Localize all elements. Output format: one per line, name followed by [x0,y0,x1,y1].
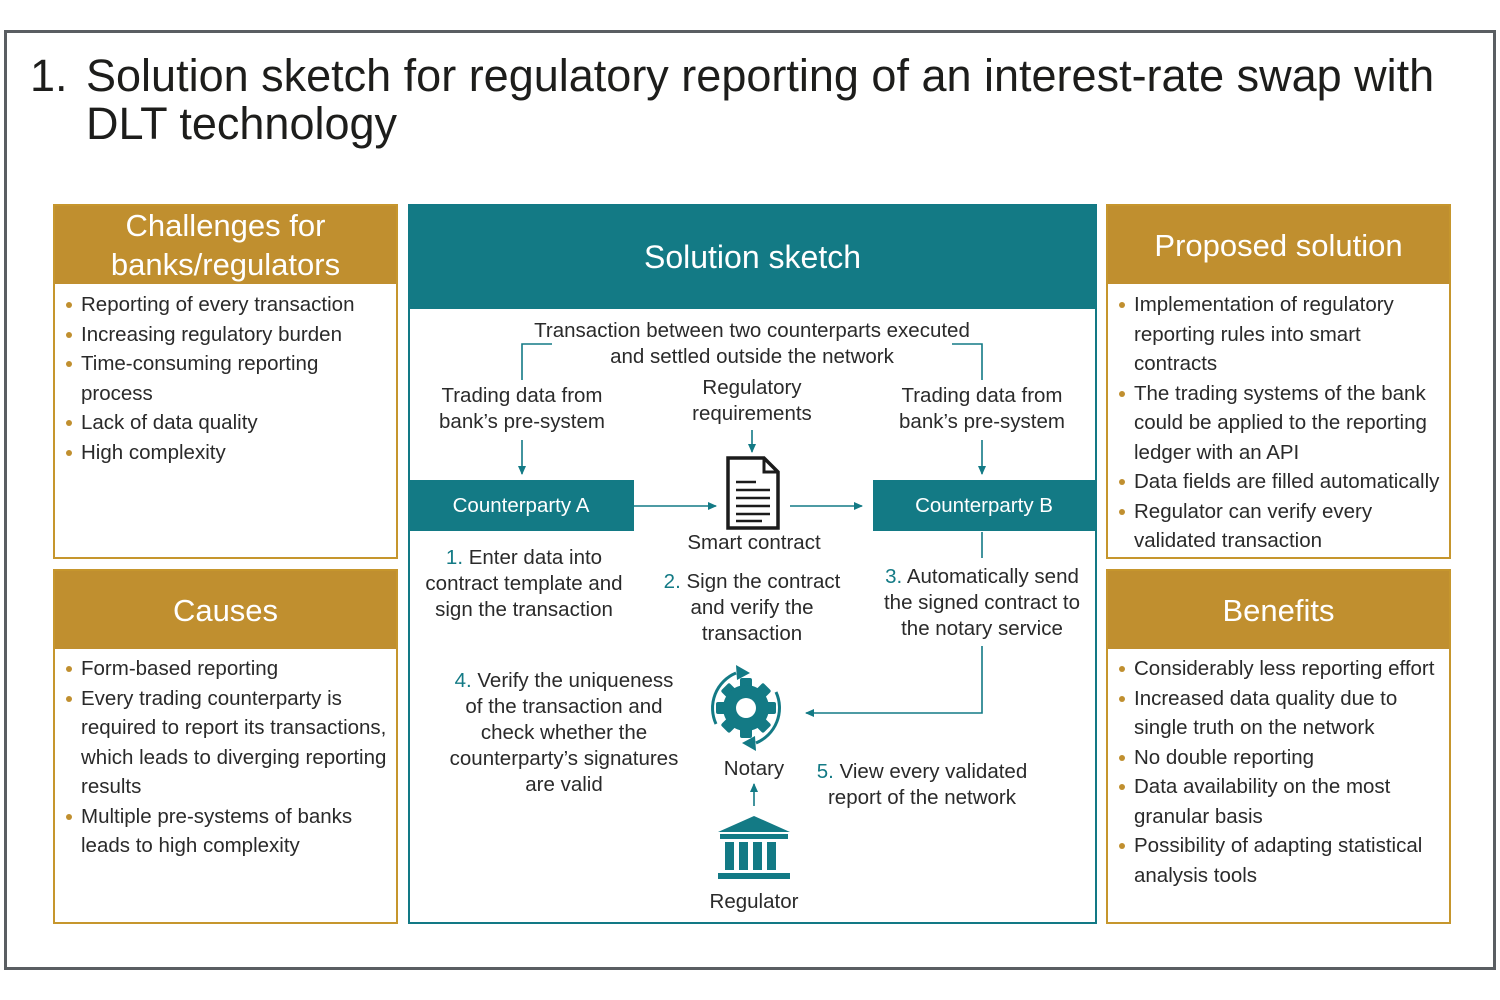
proposed-solution-list: Implementation of regulatory reporting r… [1108,290,1449,556]
transaction-note: Transaction between two counterparts exe… [534,319,970,368]
step-3: 3. Automatically send the signed contrac… [872,564,1092,642]
list-item: The trading systems of the bank could be… [1108,379,1449,468]
list-item: Implementation of regulatory reporting r… [1108,290,1449,379]
step-3-text: Automatically send the signed contract t… [883,565,1080,640]
smart-contract-label: Smart contract [687,531,821,554]
step-5-number: 5. [816,760,834,783]
trading-data-b: Trading data from bank’s pre-system [899,384,1065,433]
list-item: High complexity [55,438,396,468]
step-1-text: Enter data into contract template and si… [425,546,623,621]
list-item: Every trading counterparty is required t… [55,684,396,802]
benefits-heading: Benefits [1108,571,1449,649]
proposed-solution-panel: Proposed solution Implementation of regu… [1106,204,1451,559]
causes-heading: Causes [55,571,396,649]
figure-title-text: Solution sketch for regulatory reporting… [86,50,1435,149]
step-2-text: Sign the contract and verify the transac… [686,570,841,645]
step-4-number: 4. [454,669,472,692]
step-3-number: 3. [885,565,903,588]
figure-number: 1. [30,50,68,101]
counterparty-a-box: Counterparty A [408,480,634,531]
list-item: Data availability on the most granular b… [1108,772,1449,831]
step-1-number: 1. [445,546,464,569]
step-2-number: 2. [663,570,681,593]
solution-sketch-panel: Solution sketch [408,204,1097,924]
step-4-text: Verify the uniqueness of the transaction… [449,669,679,796]
step-1: 1. Enter data into contract template and… [424,545,624,623]
list-item: Increased data quality due to single tru… [1108,684,1449,743]
notary-label: Notary [723,757,785,780]
regulatory-requirements: Regulatory requirements [692,376,812,425]
proposed-solution-heading: Proposed solution [1108,206,1449,284]
regulator-label: Regulator [709,890,799,913]
list-item: Data fields are filled automatically [1108,467,1449,497]
challenges-panel: Challenges for banks/regulators Reportin… [53,204,398,559]
list-item: Multiple pre-systems of banks leads to h… [55,802,396,861]
list-item: Regulator can verify every validated tra… [1108,497,1449,556]
list-item: Lack of data quality [55,408,396,438]
list-item: Considerably less reporting effort [1108,654,1449,684]
benefits-panel: Benefits Considerably less reporting eff… [1106,569,1451,924]
list-item: Time-consuming reporting process [55,349,396,408]
step-2: 2. Sign the contract and verify the tran… [652,569,852,647]
step-5: 5. View every validated report of the ne… [808,759,1036,811]
list-item: Reporting of every transaction [55,290,396,320]
figure-frame [4,30,1496,970]
challenges-heading: Challenges for banks/regulators [55,206,396,284]
list-item: No double reporting [1108,743,1449,773]
list-item: Possibility of adapting statistical anal… [1108,831,1449,890]
step-5-text: View every validated report of the netwo… [827,760,1028,809]
list-item: Form-based reporting [55,654,396,684]
trading-data-a: Trading data from bank’s pre-system [439,384,605,433]
list-item: Increasing regulatory burden [55,320,396,350]
step-4: 4. Verify the uniqueness of the transact… [446,668,682,798]
solution-sketch-heading: Solution sketch [410,206,1095,309]
counterparty-b-box: Counterparty B [873,480,1095,531]
